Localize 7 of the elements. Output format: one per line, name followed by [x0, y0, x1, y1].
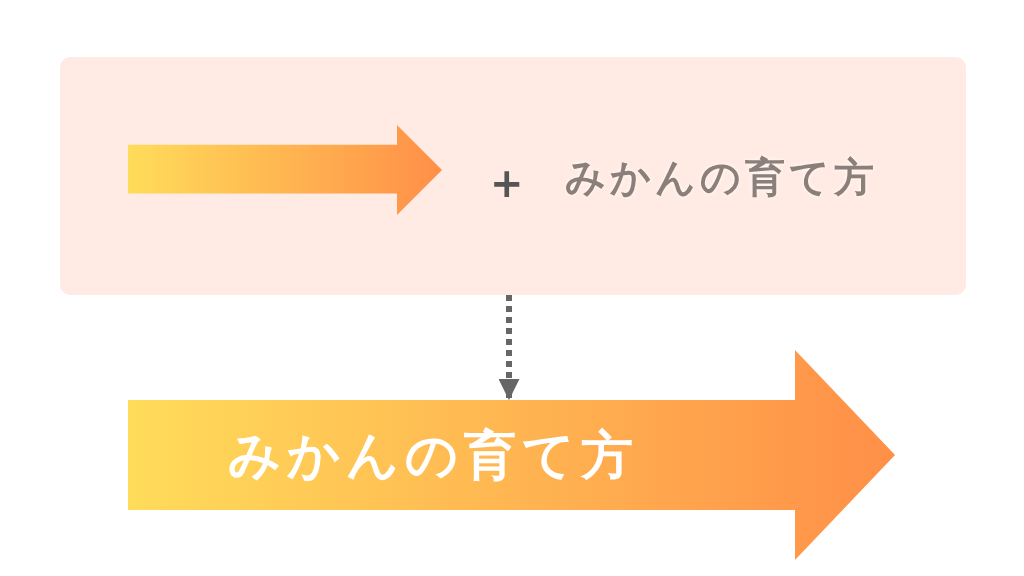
plus-sign: +: [490, 159, 528, 208]
dotted-arrow: [498, 295, 520, 401]
panel-background: [60, 57, 966, 295]
heading-text: みかんの育て方: [565, 153, 878, 202]
arrow-shape: [128, 350, 895, 560]
arrow-text: みかんの育て方: [228, 424, 639, 487]
arrow-shape: [128, 125, 442, 215]
